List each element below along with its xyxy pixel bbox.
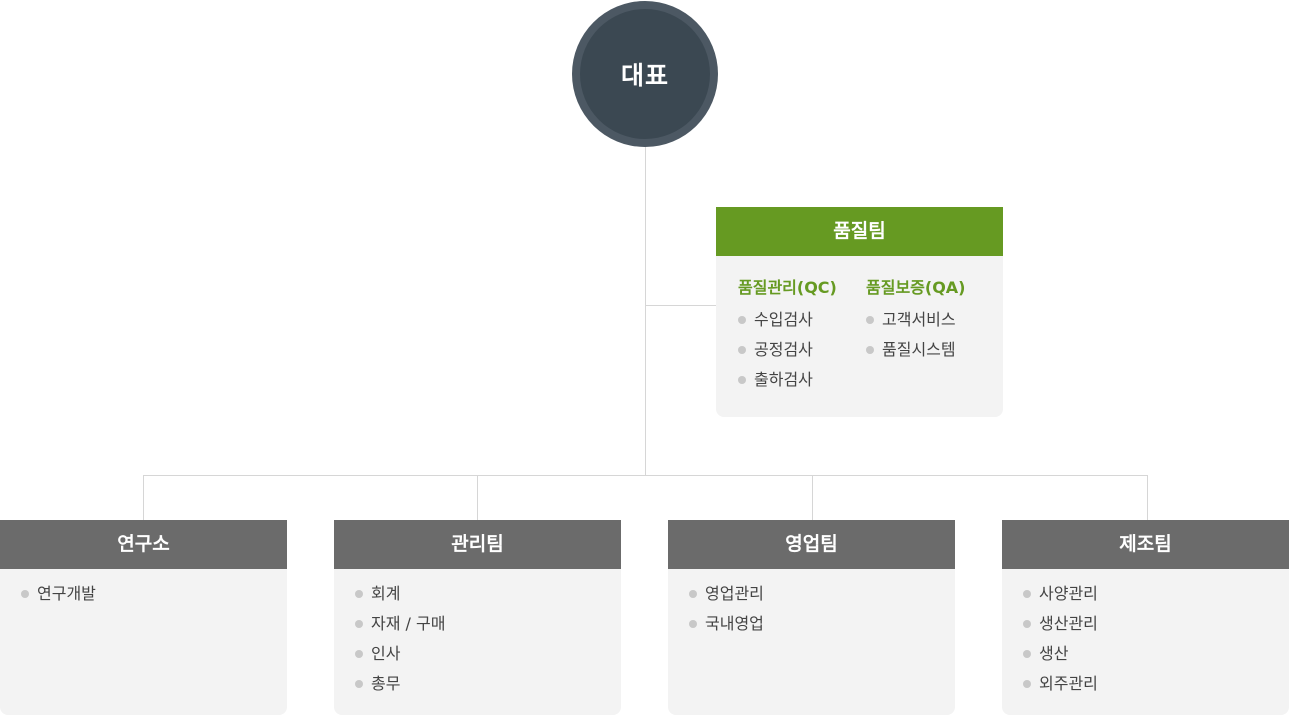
list-item: 외주관리 [1023,669,1098,699]
connector-dept-1 [143,475,144,520]
research-lab-title: 연구소 [0,520,287,569]
quality-team-title: 품질팀 [716,207,1003,256]
list-item: 생산 [1023,639,1098,669]
sales-team-box: 영업팀 영업관리 국내영업 [668,520,955,715]
list-item: 국내영업 [689,609,764,639]
list-item: 연구개발 [21,579,96,609]
connector-quality-branch [645,305,716,306]
list-item: 영업관리 [689,579,764,609]
qa-group-title: 품질보증(QA) [866,278,966,297]
list-item: 출하검사 [738,365,837,395]
list-item: 자재 / 구매 [355,609,445,639]
list-item: 사양관리 [1023,579,1098,609]
ceo-node: 대표 [572,1,718,147]
management-team-title: 관리팀 [334,520,621,569]
sales-team-title: 영업팀 [668,520,955,569]
connector-dept-bar [143,475,1148,476]
qa-group: 품질보증(QA) 고객서비스 품질시스템 [866,273,966,365]
list-item: 인사 [355,639,445,669]
connector-dept-3 [812,475,813,520]
connector-dept-2 [477,475,478,520]
list-item: 총무 [355,669,445,699]
qc-group-title: 품질관리(QC) [738,278,837,297]
management-team-item-list: 회계 자재 / 구매 인사 총무 [355,579,445,699]
manufacturing-team-item-list: 사양관리 생산관리 생산 외주관리 [1023,579,1098,699]
list-item: 회계 [355,579,445,609]
list-item: 공정검사 [738,335,837,365]
research-lab-box: 연구소 연구개발 [0,520,287,715]
research-lab-item-list: 연구개발 [21,579,96,609]
ceo-label: 대표 [580,9,710,139]
list-item: 고객서비스 [866,305,966,335]
list-item: 품질시스템 [866,335,966,365]
list-item: 생산관리 [1023,609,1098,639]
qc-group: 품질관리(QC) 수입검사 공정검사 출하검사 [738,273,837,395]
list-item: 수입검사 [738,305,837,335]
connector-ceo-trunk [645,147,646,475]
quality-team-box: 품질팀 품질관리(QC) 수입검사 공정검사 출하검사 품질보증(QA) 고객서… [716,207,1003,417]
manufacturing-team-box: 제조팀 사양관리 생산관리 생산 외주관리 [1002,520,1289,715]
qa-item-list: 고객서비스 품질시스템 [866,305,966,365]
qc-item-list: 수입검사 공정검사 출하검사 [738,305,837,395]
connector-dept-4 [1147,475,1148,520]
management-team-box: 관리팀 회계 자재 / 구매 인사 총무 [334,520,621,715]
manufacturing-team-title: 제조팀 [1002,520,1289,569]
sales-team-item-list: 영업관리 국내영업 [689,579,764,639]
